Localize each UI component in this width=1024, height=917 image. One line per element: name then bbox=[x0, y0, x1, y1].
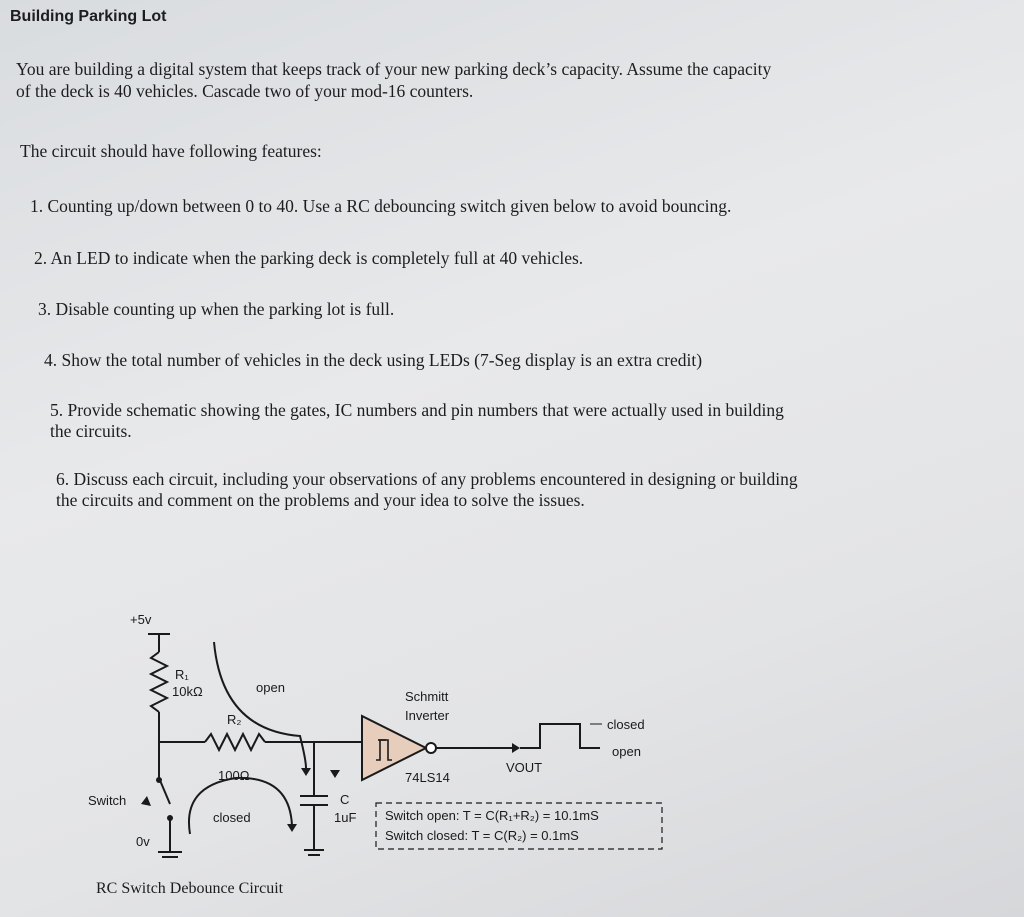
intro-line-1: You are building a digital system that k… bbox=[16, 59, 772, 79]
item-text: Disable counting up when the parking lot… bbox=[55, 299, 395, 319]
cap-value: 1uF bbox=[334, 810, 356, 825]
r1-name: R₁ bbox=[175, 667, 189, 682]
formula-open: Switch open: T = C(R₁+R₂) = 10.1mS bbox=[385, 808, 599, 823]
item-text: Show the total number of vehicles in the… bbox=[61, 350, 703, 370]
output-arrow-icon bbox=[512, 743, 520, 753]
feature-item-5: 5. Provide schematic showing the gates, … bbox=[50, 400, 784, 442]
switch-arrow-icon bbox=[141, 796, 151, 806]
item-number: 4. bbox=[44, 350, 58, 370]
r1-value: 10kΩ bbox=[172, 684, 203, 699]
closed-arrow-icon bbox=[287, 824, 297, 832]
schmitt-inverter-triangle bbox=[361, 714, 429, 782]
item-text-continued: the circuits and comment on the problems… bbox=[56, 490, 585, 510]
feature-item-1: 1. Counting up/down between 0 to 40. Use… bbox=[30, 196, 731, 217]
open-current-arc bbox=[213, 641, 307, 769]
item-number: 2. bbox=[34, 248, 48, 268]
switch-label: Switch bbox=[88, 793, 126, 808]
feature-item-3: 3. Disable counting up when the parking … bbox=[38, 299, 394, 320]
junction-dot bbox=[156, 777, 162, 783]
schmitt-label-line-1: Schmitt bbox=[405, 689, 449, 704]
item-text: Provide schematic showing the gates, IC … bbox=[67, 400, 784, 420]
item-number: 6. bbox=[56, 469, 70, 489]
vout-label: VOUT bbox=[506, 760, 542, 775]
schmitt-arrow-icon bbox=[330, 770, 340, 778]
resistor-r2 bbox=[204, 731, 266, 753]
features-heading: The circuit should have following featur… bbox=[20, 141, 322, 161]
closed-current-arc bbox=[188, 776, 293, 835]
inverter-bubble bbox=[425, 742, 437, 754]
formula-box bbox=[375, 802, 663, 850]
closed-label: closed bbox=[213, 810, 251, 825]
supply-label: +5v bbox=[130, 612, 152, 627]
feature-item-6: 6. Discuss each circuit, including your … bbox=[56, 469, 798, 511]
cap-name: C bbox=[340, 792, 349, 807]
item-text: Counting up/down between 0 to 40. Use a … bbox=[47, 196, 732, 216]
output-pulse-waveform bbox=[520, 723, 600, 749]
open-label: open bbox=[256, 680, 285, 695]
output-open-label: open bbox=[612, 744, 641, 759]
schmitt-label-line-2: Inverter bbox=[405, 708, 450, 723]
junction-dot bbox=[167, 815, 173, 821]
item-number: 5. bbox=[50, 400, 64, 420]
intro-line-2: of the deck is 40 vehicles. Cascade two … bbox=[16, 81, 474, 101]
item-number: 3. bbox=[38, 299, 52, 319]
intro-paragraph: You are building a digital system that k… bbox=[16, 58, 771, 102]
r2-name: R₂ bbox=[227, 712, 241, 727]
ground-label: 0v bbox=[136, 834, 150, 849]
formula-closed: Switch closed: T = C(R₂) = 0.1mS bbox=[385, 828, 579, 843]
resistor-r1 bbox=[148, 651, 170, 713]
document-title: Building Parking Lot bbox=[10, 8, 167, 25]
rc-debounce-circuit-diagram: +5v R₁ 10kΩ open R₂ 100Ω Switch closed 0… bbox=[88, 612, 663, 858]
feature-item-2: 2. An LED to indicate when the parking d… bbox=[34, 248, 583, 269]
item-number: 1. bbox=[30, 196, 44, 216]
item-text: An LED to indicate when the parking deck… bbox=[50, 248, 584, 268]
feature-item-4: 4. Show the total number of vehicles in … bbox=[44, 350, 702, 371]
r2-value: 100Ω bbox=[218, 768, 250, 783]
ic-label: 74LS14 bbox=[405, 770, 450, 785]
output-closed-label: closed bbox=[607, 717, 645, 732]
item-text: Discuss each circuit, including your obs… bbox=[73, 469, 798, 489]
open-arrow-icon bbox=[301, 768, 311, 776]
item-text-continued: the circuits. bbox=[50, 421, 132, 441]
diagram-caption: RC Switch Debounce Circuit bbox=[96, 880, 284, 897]
